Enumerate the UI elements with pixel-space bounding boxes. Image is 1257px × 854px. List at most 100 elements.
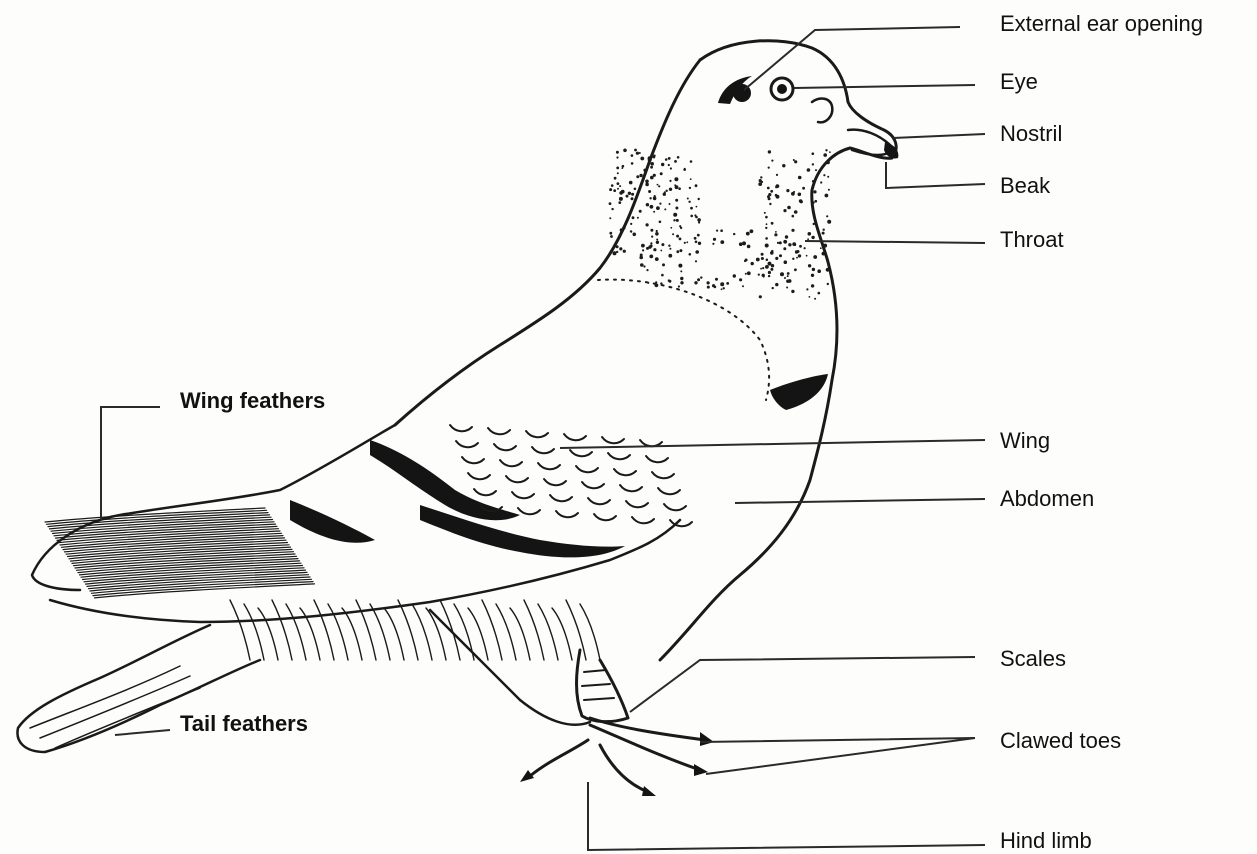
stipple-dot (785, 235, 788, 238)
label-nostril: Nostril (1000, 123, 1062, 145)
stipple-dot (688, 201, 690, 203)
stipple-dot (770, 190, 773, 193)
stipple-dot (676, 235, 679, 238)
covert-feather (544, 479, 566, 485)
leader-throat (805, 241, 985, 243)
stipple-dot (617, 188, 619, 190)
stipple-dot (611, 184, 614, 187)
covert-feather (594, 514, 616, 520)
covert-feather (602, 437, 624, 443)
stipple-dot (661, 163, 664, 166)
stipple-dot (812, 201, 814, 203)
stipple-dot (820, 181, 822, 183)
label-throat: Throat (1000, 229, 1064, 251)
covert-feather (462, 457, 484, 463)
stipple-dot (826, 215, 828, 217)
stipple-dot (690, 215, 693, 218)
stipple-dot (712, 243, 714, 245)
stipple-dot (650, 244, 652, 246)
stipple-dot (670, 167, 672, 169)
stipple-dot (669, 248, 671, 250)
covert-feather (488, 428, 510, 434)
stipple-dot (806, 255, 808, 257)
stipple-dot (650, 229, 653, 232)
leader-nostril (893, 134, 985, 138)
covert-feather (494, 444, 516, 450)
stipple-dot (661, 243, 664, 246)
leader-tail-feathers (115, 730, 170, 735)
stipple-dot (812, 163, 814, 165)
stipple-dot (650, 205, 654, 209)
stipple-dot (815, 200, 818, 203)
stipple-dot (793, 159, 795, 161)
stipple-dot (807, 168, 811, 172)
stipple-dot (666, 190, 668, 192)
stipple-dot (616, 245, 619, 248)
stipple-dot (610, 235, 613, 238)
stipple-dot (799, 199, 803, 203)
stipple-dot (609, 188, 612, 191)
stipple-dot (747, 271, 751, 275)
stipple-dot (815, 169, 817, 171)
stipple-dot (825, 149, 827, 151)
stipple-dot (720, 240, 724, 244)
stipple-dot (669, 180, 671, 182)
stipple-dot (739, 278, 742, 281)
stipple-dot (713, 238, 716, 241)
stipple-dot (808, 264, 811, 267)
stipple-dot (825, 194, 829, 198)
stipple-dot (633, 233, 637, 237)
stipple-dot (745, 273, 747, 275)
stipple-dot (640, 263, 644, 267)
stipple-dot (630, 230, 632, 232)
leader-eye (794, 85, 975, 88)
stipple-dot (812, 152, 815, 155)
stipple-dot (668, 280, 671, 283)
stipple-dot (650, 176, 654, 180)
stipple-dot (806, 288, 808, 290)
stipple-dot (646, 269, 648, 271)
stipple-dot (826, 268, 830, 272)
stipple-dot (649, 197, 651, 199)
stipple-dot (783, 209, 786, 212)
stipple-dot (780, 255, 782, 257)
stipple-dot (616, 251, 618, 253)
covert-feather (468, 473, 490, 479)
stipple-dot (623, 250, 626, 253)
stipple-dot (792, 215, 795, 218)
stipple-dot (675, 207, 678, 210)
stipple-dot (675, 199, 678, 202)
stipple-dot (659, 203, 661, 205)
stipple-dot (662, 263, 665, 266)
stipple-dot (656, 230, 658, 232)
label-beak: Beak (1000, 175, 1050, 197)
stipple-dot (695, 260, 697, 262)
stipple-dot (698, 242, 701, 245)
covert-feather (518, 508, 540, 514)
stipple-dot (680, 277, 683, 280)
covert-feather (456, 441, 478, 447)
underwing-hatch-line (342, 608, 362, 660)
stipple-dot (690, 207, 693, 210)
stipple-dot (770, 251, 774, 255)
stipple-dot (646, 223, 649, 226)
label-tail-feathers: Tail feathers (180, 713, 308, 735)
stipple-dot (765, 237, 768, 240)
stipple-dot (661, 274, 664, 277)
stipple-dot (829, 151, 831, 153)
stipple-dot (772, 287, 774, 289)
stipple-dot (760, 176, 762, 178)
stipple-dot (775, 283, 778, 286)
stipple-dot (762, 267, 764, 269)
covert-feather (556, 511, 578, 517)
underwing-hatch-line (580, 604, 600, 660)
stipple-dot (646, 203, 649, 206)
stipple-dot (614, 177, 617, 180)
stipple-dot (784, 277, 786, 279)
stipple-dot (687, 198, 689, 200)
stipple-dot (812, 180, 815, 183)
stipple-dot (827, 176, 829, 178)
covert-feather (588, 498, 610, 504)
stipple-dot (775, 186, 778, 189)
stipple-dot (794, 268, 797, 271)
